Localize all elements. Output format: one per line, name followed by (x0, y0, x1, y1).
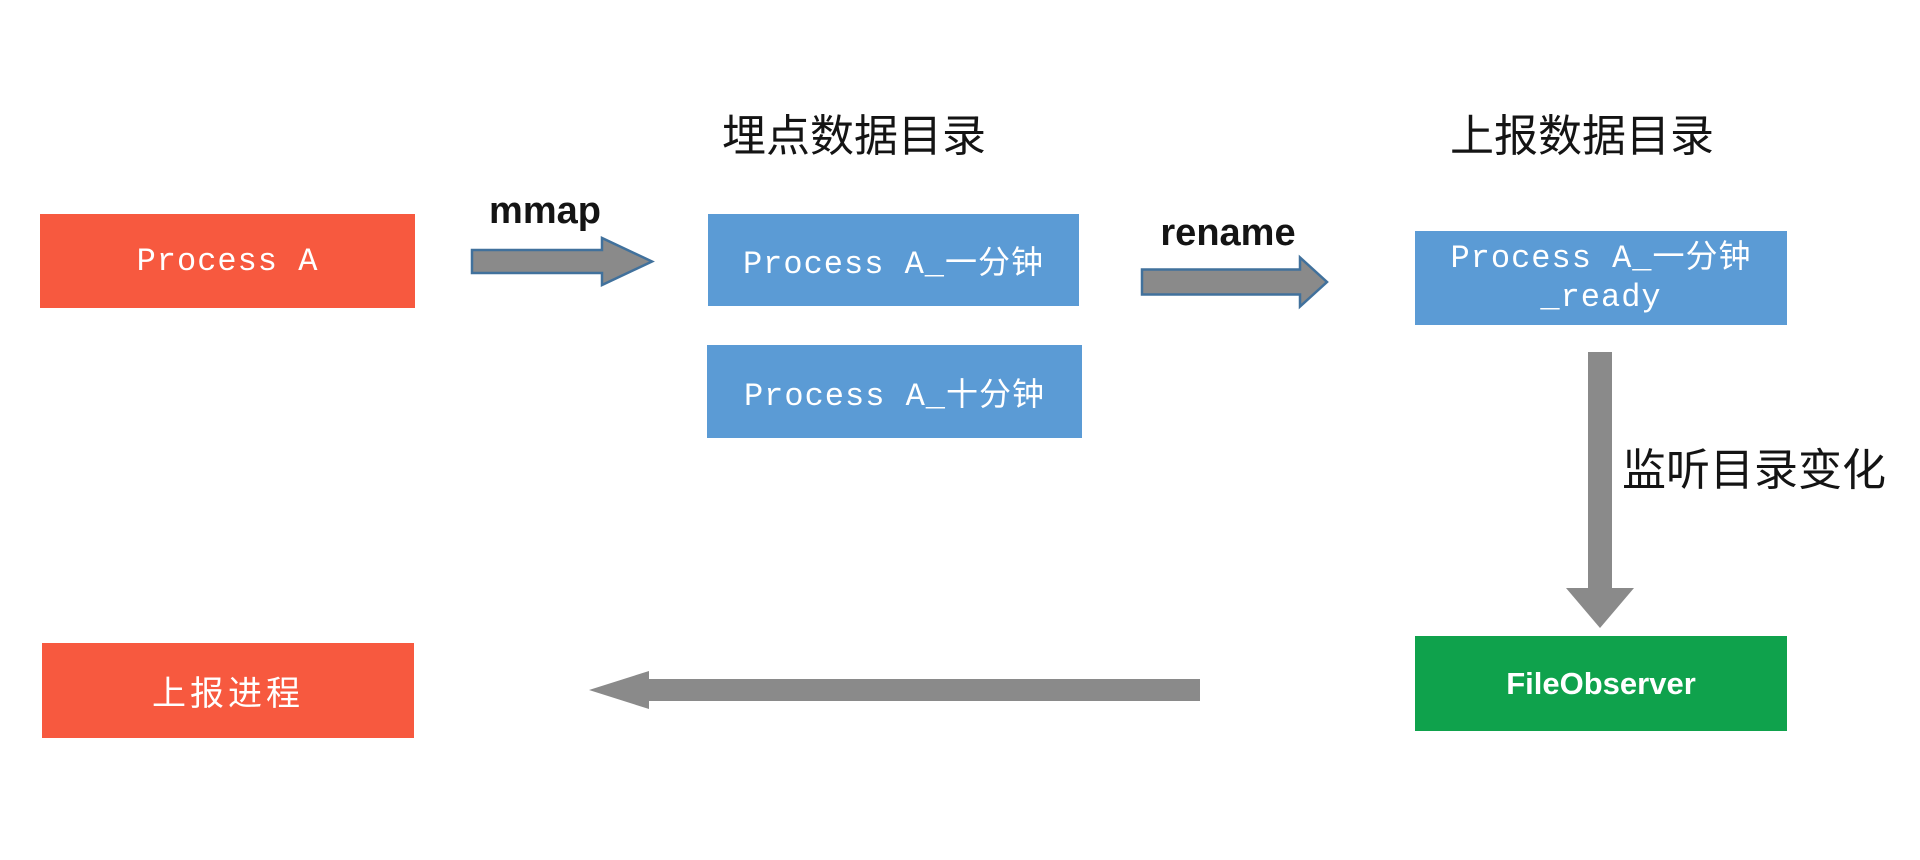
ten-minute-file-box: Process A_十分钟 (707, 345, 1082, 438)
notify-report-left-arrow-icon (589, 671, 1200, 709)
rename-edge-label: rename (1160, 212, 1296, 254)
one-minute-file-box: Process A_一分钟 (708, 214, 1079, 306)
staging-directory-heading: 埋点数据目录 (722, 112, 986, 161)
mmap-right-arrow-icon (470, 236, 655, 287)
mmap-edge-label: mmap (489, 190, 601, 232)
ready-file-box: Process A_一分钟 _ready (1415, 231, 1787, 325)
ready-file-line1: Process A_一分钟 (1450, 239, 1752, 277)
rename-right-arrow-icon (1140, 254, 1329, 310)
file-observer-box: FileObserver (1415, 636, 1787, 731)
watch-directory-down-arrow-icon (1566, 352, 1634, 628)
report-process-box: 上报进程 (42, 643, 414, 738)
ready-file-line2: _ready (1540, 279, 1662, 316)
process-a-box: Process A (40, 214, 415, 308)
report-directory-heading: 上报数据目录 (1450, 112, 1714, 161)
watch-directory-edge-label: 监听目录变化 (1622, 446, 1886, 495)
